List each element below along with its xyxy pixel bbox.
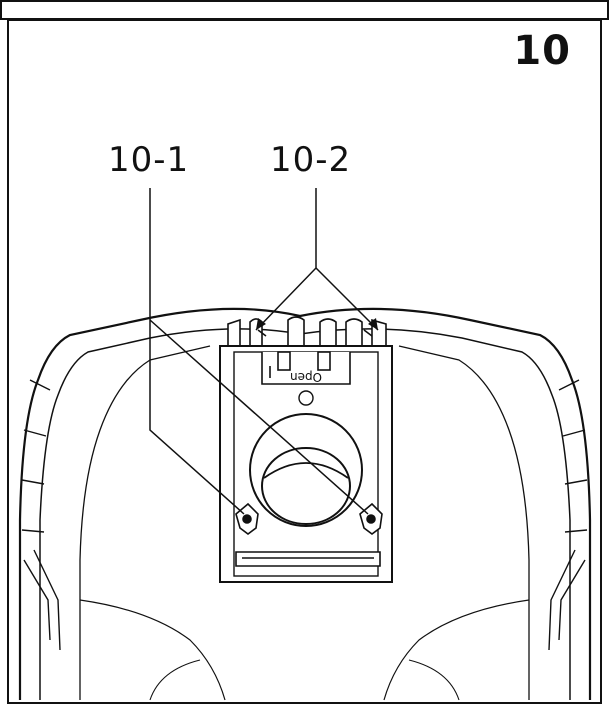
leader-10-1-left bbox=[149, 188, 245, 515]
latch bbox=[261, 351, 351, 385]
hinge-assembly bbox=[227, 316, 387, 348]
handle-slot bbox=[235, 551, 381, 567]
latch-label: Open bbox=[290, 370, 322, 384]
lower-right-contour bbox=[383, 599, 530, 701]
front-curve-right bbox=[408, 659, 460, 701]
left-inner-contour bbox=[79, 345, 211, 700]
leader-10-2-right bbox=[315, 267, 379, 331]
callout-10-1: 10-1 bbox=[108, 140, 190, 180]
diagram-border bbox=[7, 19, 602, 704]
mower-body-outline bbox=[18, 307, 592, 700]
callout-10-2: 10-2 bbox=[270, 140, 352, 180]
arrowheads bbox=[256, 318, 378, 330]
right-inner-contour bbox=[398, 345, 530, 700]
dial-knob-top bbox=[263, 462, 349, 479]
leader-10-2-left bbox=[255, 188, 317, 331]
right-side-ribs bbox=[548, 379, 588, 651]
front-curve-left bbox=[149, 659, 201, 701]
latch-pin bbox=[298, 390, 314, 406]
leader-lines bbox=[149, 188, 379, 515]
figure-number: 10 bbox=[513, 28, 571, 74]
top-strip-frame bbox=[0, 0, 609, 20]
lower-left-contour bbox=[79, 599, 226, 701]
left-side-ribs bbox=[21, 379, 61, 651]
leader-10-1-right bbox=[149, 319, 369, 515]
